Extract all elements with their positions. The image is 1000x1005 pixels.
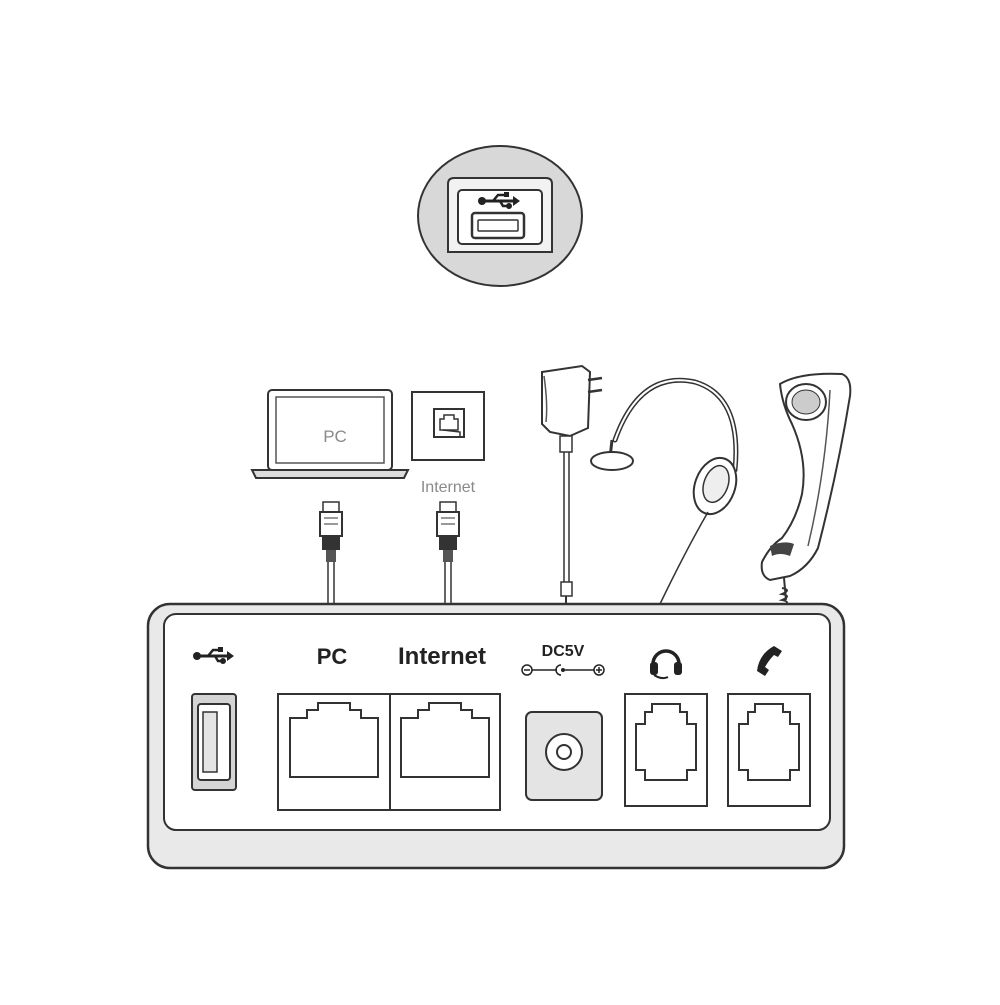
usb-icon xyxy=(478,192,520,209)
handset-icon xyxy=(757,646,782,676)
power-port: DC5V xyxy=(521,643,605,801)
pc-laptop: PC xyxy=(250,389,410,479)
internet-port: Internet xyxy=(389,643,501,811)
power-port-label: DC5V xyxy=(542,643,585,660)
pc-port-label: PC xyxy=(317,644,348,669)
internet-device-label: Internet xyxy=(421,479,476,496)
dc-polarity-icon xyxy=(521,664,605,676)
phone-back-panel: PC Internet DC5V xyxy=(146,602,846,870)
usb-port-closeup xyxy=(417,145,583,287)
headset-port xyxy=(624,649,708,807)
pc-device-label: PC xyxy=(323,427,347,446)
usb-port xyxy=(191,647,237,791)
internet-wall-jack: Internet xyxy=(411,391,485,496)
pc-port: PC xyxy=(277,644,391,811)
internet-ethernet-cable xyxy=(436,501,460,604)
headset-icon xyxy=(650,649,682,680)
headset-accessory xyxy=(590,377,739,605)
internet-port-label: Internet xyxy=(398,643,486,670)
usb-icon xyxy=(193,647,234,664)
handset-port xyxy=(727,646,811,807)
pc-ethernet-cable xyxy=(319,501,343,604)
power-adapter xyxy=(541,364,603,604)
handset-accessory xyxy=(760,372,852,631)
